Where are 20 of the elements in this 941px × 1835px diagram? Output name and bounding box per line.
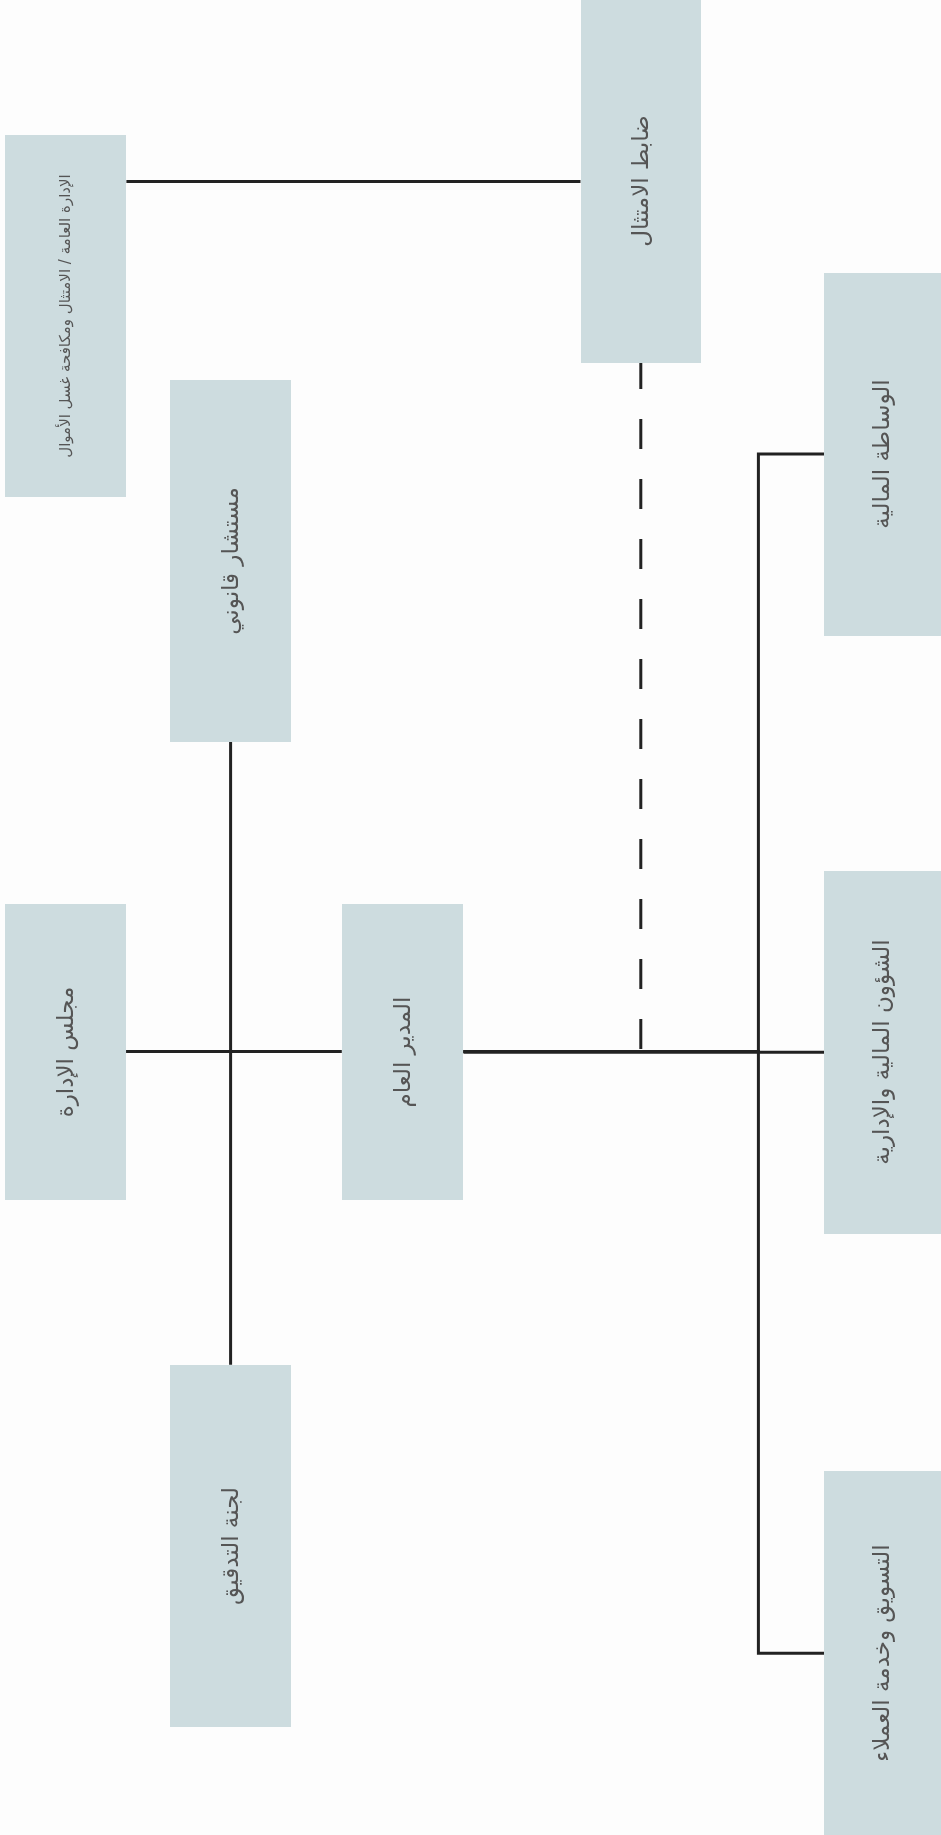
box-label: التسويق وخدمة العملاء xyxy=(867,1543,896,1764)
org-box xyxy=(169,1364,292,1728)
box-label: مستشار قانوني xyxy=(215,486,245,637)
box-label: الوساطة المالية xyxy=(867,378,896,531)
org-box xyxy=(823,1471,941,1835)
org-box xyxy=(4,134,127,498)
org-box xyxy=(169,380,292,742)
org-box xyxy=(341,903,464,1200)
box-label: لجنة التدقيق xyxy=(215,1486,245,1608)
connector-line xyxy=(126,179,581,183)
box-label: الإدارة العامة / الامتثال ومكافحة غسل الأموال xyxy=(54,173,75,460)
connector-line xyxy=(463,1050,824,1054)
box-label: المدير العام xyxy=(387,995,417,1110)
org-box xyxy=(4,903,127,1200)
org-box xyxy=(823,870,941,1234)
org-box xyxy=(823,272,941,636)
org-box xyxy=(580,0,702,363)
box-label: الشؤون المالية والإدارية xyxy=(867,938,896,1167)
box-label: مجلس الإدارة xyxy=(50,985,80,1119)
box-label: ضابط الامتثال xyxy=(626,114,655,250)
